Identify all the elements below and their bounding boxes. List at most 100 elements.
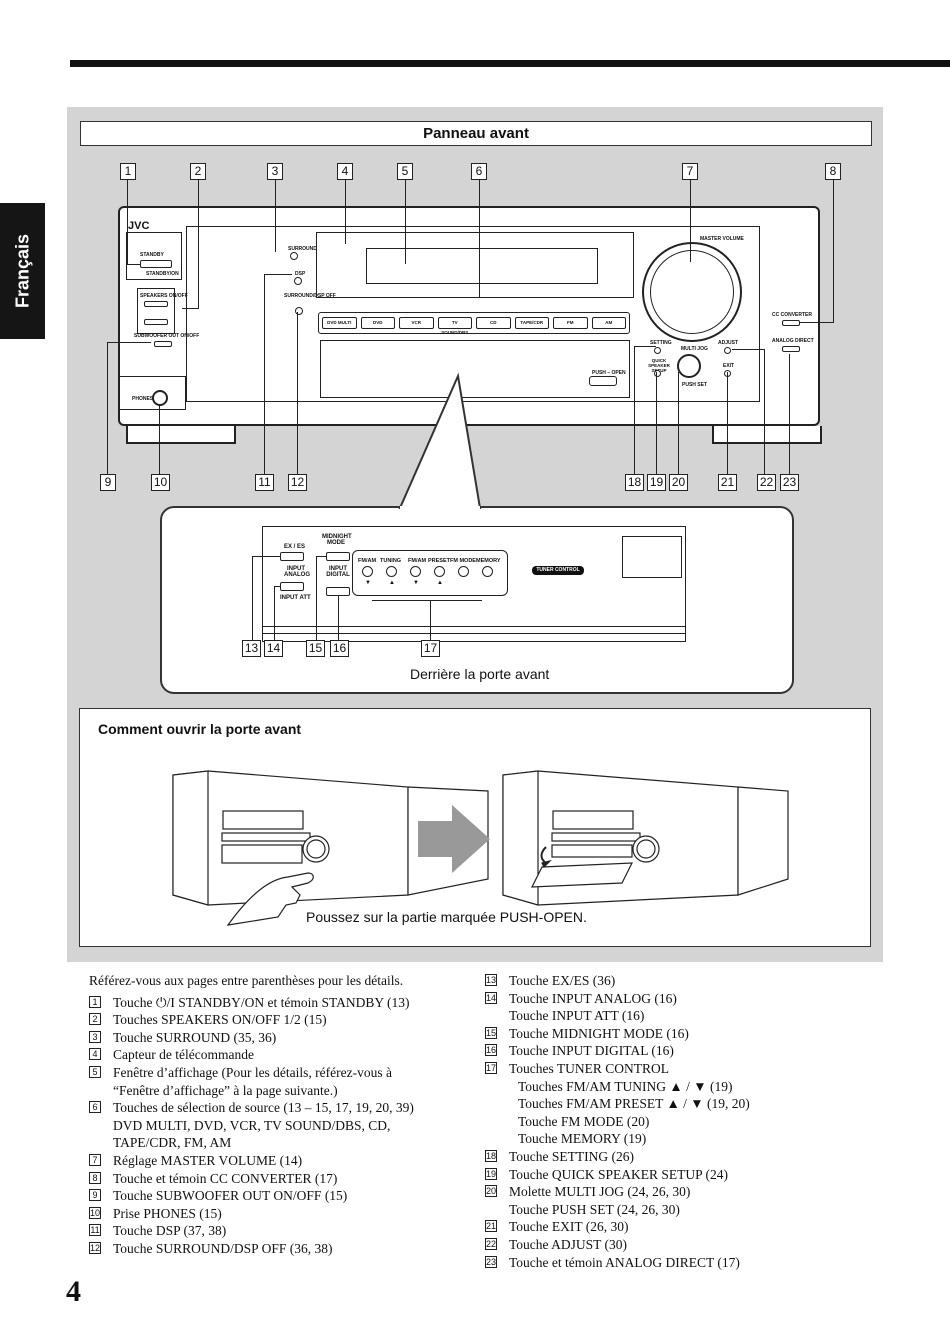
callout-4: 4 (337, 163, 353, 180)
source-buttons: DVD MULTI DVD VCR TV SOUND/DBS CD TAPE/C… (322, 317, 626, 335)
source-button-vcr[interactable]: VCR (399, 317, 434, 329)
source-button-tape-cdr[interactable]: TAPE/CDR (514, 317, 549, 329)
fm-mode-button[interactable] (458, 566, 469, 577)
speakers-2-button[interactable] (144, 319, 168, 325)
leader-line (127, 180, 128, 264)
tuning-up-button[interactable] (386, 566, 397, 577)
legend-number: 6 (89, 1101, 101, 1114)
source-button-dvd[interactable]: DVD (360, 317, 395, 329)
legend-text: Réglage MASTER VOLUME (14) (113, 1152, 303, 1168)
preset-up-button[interactable] (434, 566, 445, 577)
input-digital-label: INPUT DIGITAL (326, 566, 350, 578)
legend-number: 8 (89, 1171, 101, 1184)
legend-number: 12 (89, 1241, 101, 1254)
memory-button[interactable] (482, 566, 493, 577)
surround-dsp-off-button[interactable] (295, 307, 303, 315)
standby-label: STANDBY (140, 252, 164, 258)
callout-7: 7 (682, 163, 698, 180)
leader-line (252, 556, 280, 557)
legend-number: 16 (485, 1044, 497, 1057)
callout-3: 3 (267, 163, 283, 180)
leader-line (338, 596, 339, 640)
analog-direct-label: ANALOG DIRECT (772, 338, 814, 344)
legend-text: Touche QUICK SPEAKER SETUP (24) (509, 1166, 729, 1182)
adjust-label: ADJUST (718, 340, 739, 346)
legend-left: Référez-vous aux pages entre parenthèses… (89, 972, 414, 1258)
midnight-mode-label: MIDNIGHT MODE (322, 534, 352, 546)
legend-text: Touches TUNER CONTROL (509, 1060, 670, 1076)
setting-button[interactable] (654, 347, 661, 354)
preset-down-button[interactable] (410, 566, 421, 577)
callout-15: 15 (306, 640, 325, 657)
legend-text: Molette MULTI JOG (24, 26, 30) (509, 1184, 691, 1200)
subwoofer-button[interactable] (154, 341, 172, 347)
analog-direct-button[interactable] (782, 346, 800, 352)
source-button-fm[interactable]: FM (553, 317, 588, 329)
leader-line (405, 180, 406, 264)
cc-converter-button[interactable] (782, 320, 800, 326)
midnight-mode-button[interactable] (326, 552, 350, 561)
legend-text: Touche INPUT ANALOG (16) (509, 990, 677, 1006)
leader-line (764, 349, 765, 474)
legend-number: 1 (89, 995, 101, 1008)
leader-line (656, 372, 657, 474)
legend-number: 20 (485, 1185, 497, 1198)
legend-item-continued: TAPE/CDR, FM, AM (89, 1134, 414, 1152)
tuner-label-fm-am-2: FM/AM (408, 558, 427, 564)
adjust-button[interactable] (724, 347, 731, 354)
display-window (366, 248, 598, 284)
speakers-1-button[interactable] (144, 301, 168, 307)
legend-subitem: Touches FM/AM TUNING ▲ / ▼ (19) (518, 1078, 733, 1094)
legend-subitem: Touche MEMORY (19) (518, 1131, 647, 1147)
push-open-button[interactable] (589, 376, 617, 386)
source-button-tv-sound[interactable]: TV SOUND/DBS (437, 317, 472, 335)
speakers-label: SPEAKERS ON/OFF (140, 293, 188, 299)
source-button-am[interactable]: AM (591, 317, 626, 329)
zoom-pointer (398, 372, 482, 510)
leader-line (275, 180, 276, 252)
legend-text: Touche EX/ES (36) (509, 973, 616, 988)
multi-jog-dial[interactable] (677, 354, 701, 378)
legend-text: DVD MULTI, DVD, VCR, TV SOUND/DBS, CD, (113, 1117, 391, 1133)
standby-on-label: STANDBY/ON (146, 271, 179, 277)
ex-es-label: EX / ES (284, 544, 306, 550)
legend-number: 22 (485, 1237, 497, 1250)
brand-logo: JVC (128, 220, 150, 232)
tuning-down-button[interactable] (362, 566, 373, 577)
ex-es-button[interactable] (280, 552, 304, 561)
legend-number: 9 (89, 1189, 101, 1202)
phones-jack[interactable] (152, 390, 168, 406)
standby-on-button[interactable] (140, 260, 172, 268)
surround-label: SURROUND (288, 246, 317, 252)
phones-label: PHONES (132, 396, 154, 402)
tuner-label-tuning: TUNING (380, 558, 402, 564)
legend-text: Touche INPUT ATT (16) (509, 1008, 645, 1024)
front-door[interactable] (320, 340, 630, 398)
input-digital-button[interactable] (326, 587, 350, 596)
source-button-dvd-multi[interactable]: DVD MULTI (322, 317, 357, 329)
callout-23: 23 (780, 474, 799, 491)
quick-speaker-setup-button[interactable] (654, 370, 661, 377)
receiver-front-panel: JVC STANDBY STANDBY/ON SPEAKERS ON/OFF S… (118, 206, 820, 426)
speakers-group (137, 288, 175, 334)
source-button-cd[interactable]: CD (476, 317, 511, 329)
input-analog-button[interactable] (280, 582, 304, 591)
tuner-label-fm-am-1: FM/AM (358, 558, 377, 564)
page-number: 4 (66, 1275, 81, 1308)
master-volume-knob-inner (650, 250, 734, 334)
dsp-button[interactable] (294, 277, 302, 285)
legend-item-continued: “Fenêtre d’affichage” à la page suivante… (89, 1082, 414, 1100)
surround-button[interactable] (290, 252, 298, 260)
legend-text: Touche MIDNIGHT MODE (16) (509, 1025, 689, 1041)
leader-line (634, 346, 656, 347)
